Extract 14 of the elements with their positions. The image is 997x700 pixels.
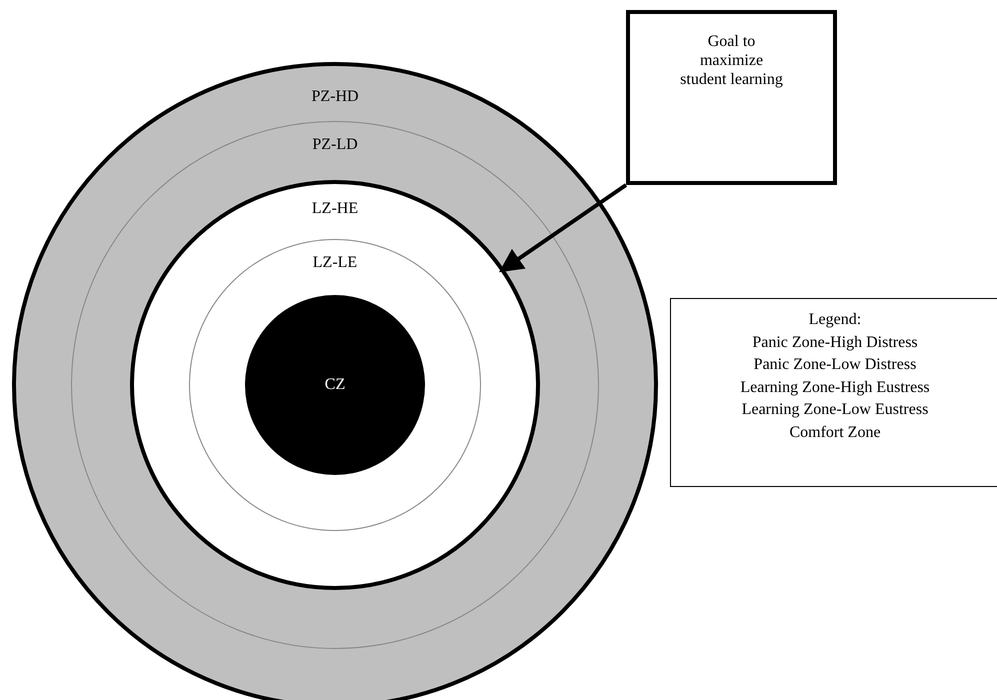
- legend-item: Learning Zone-High Eustress: [740, 378, 930, 398]
- zone-label: CZ: [324, 375, 346, 395]
- legend-box: [670, 298, 997, 487]
- zone-label: LZ-LE: [312, 254, 358, 272]
- legend-item: Panic Zone-Low Distress: [754, 355, 916, 375]
- zone-label: PZ-HD: [311, 88, 359, 106]
- zone-label: LZ-HE: [312, 200, 358, 218]
- legend-item: Comfort Zone: [789, 422, 881, 442]
- goal-box: Goal to maximize student learning: [626, 10, 837, 185]
- legend-item: Panic Zone-High Distress: [752, 332, 918, 352]
- zone-label: PZ-LD: [312, 136, 358, 154]
- legend-heading: Legend:: [808, 310, 862, 330]
- legend-item: Learning Zone-Low Eustress: [742, 400, 928, 420]
- arrow: [499, 183, 628, 272]
